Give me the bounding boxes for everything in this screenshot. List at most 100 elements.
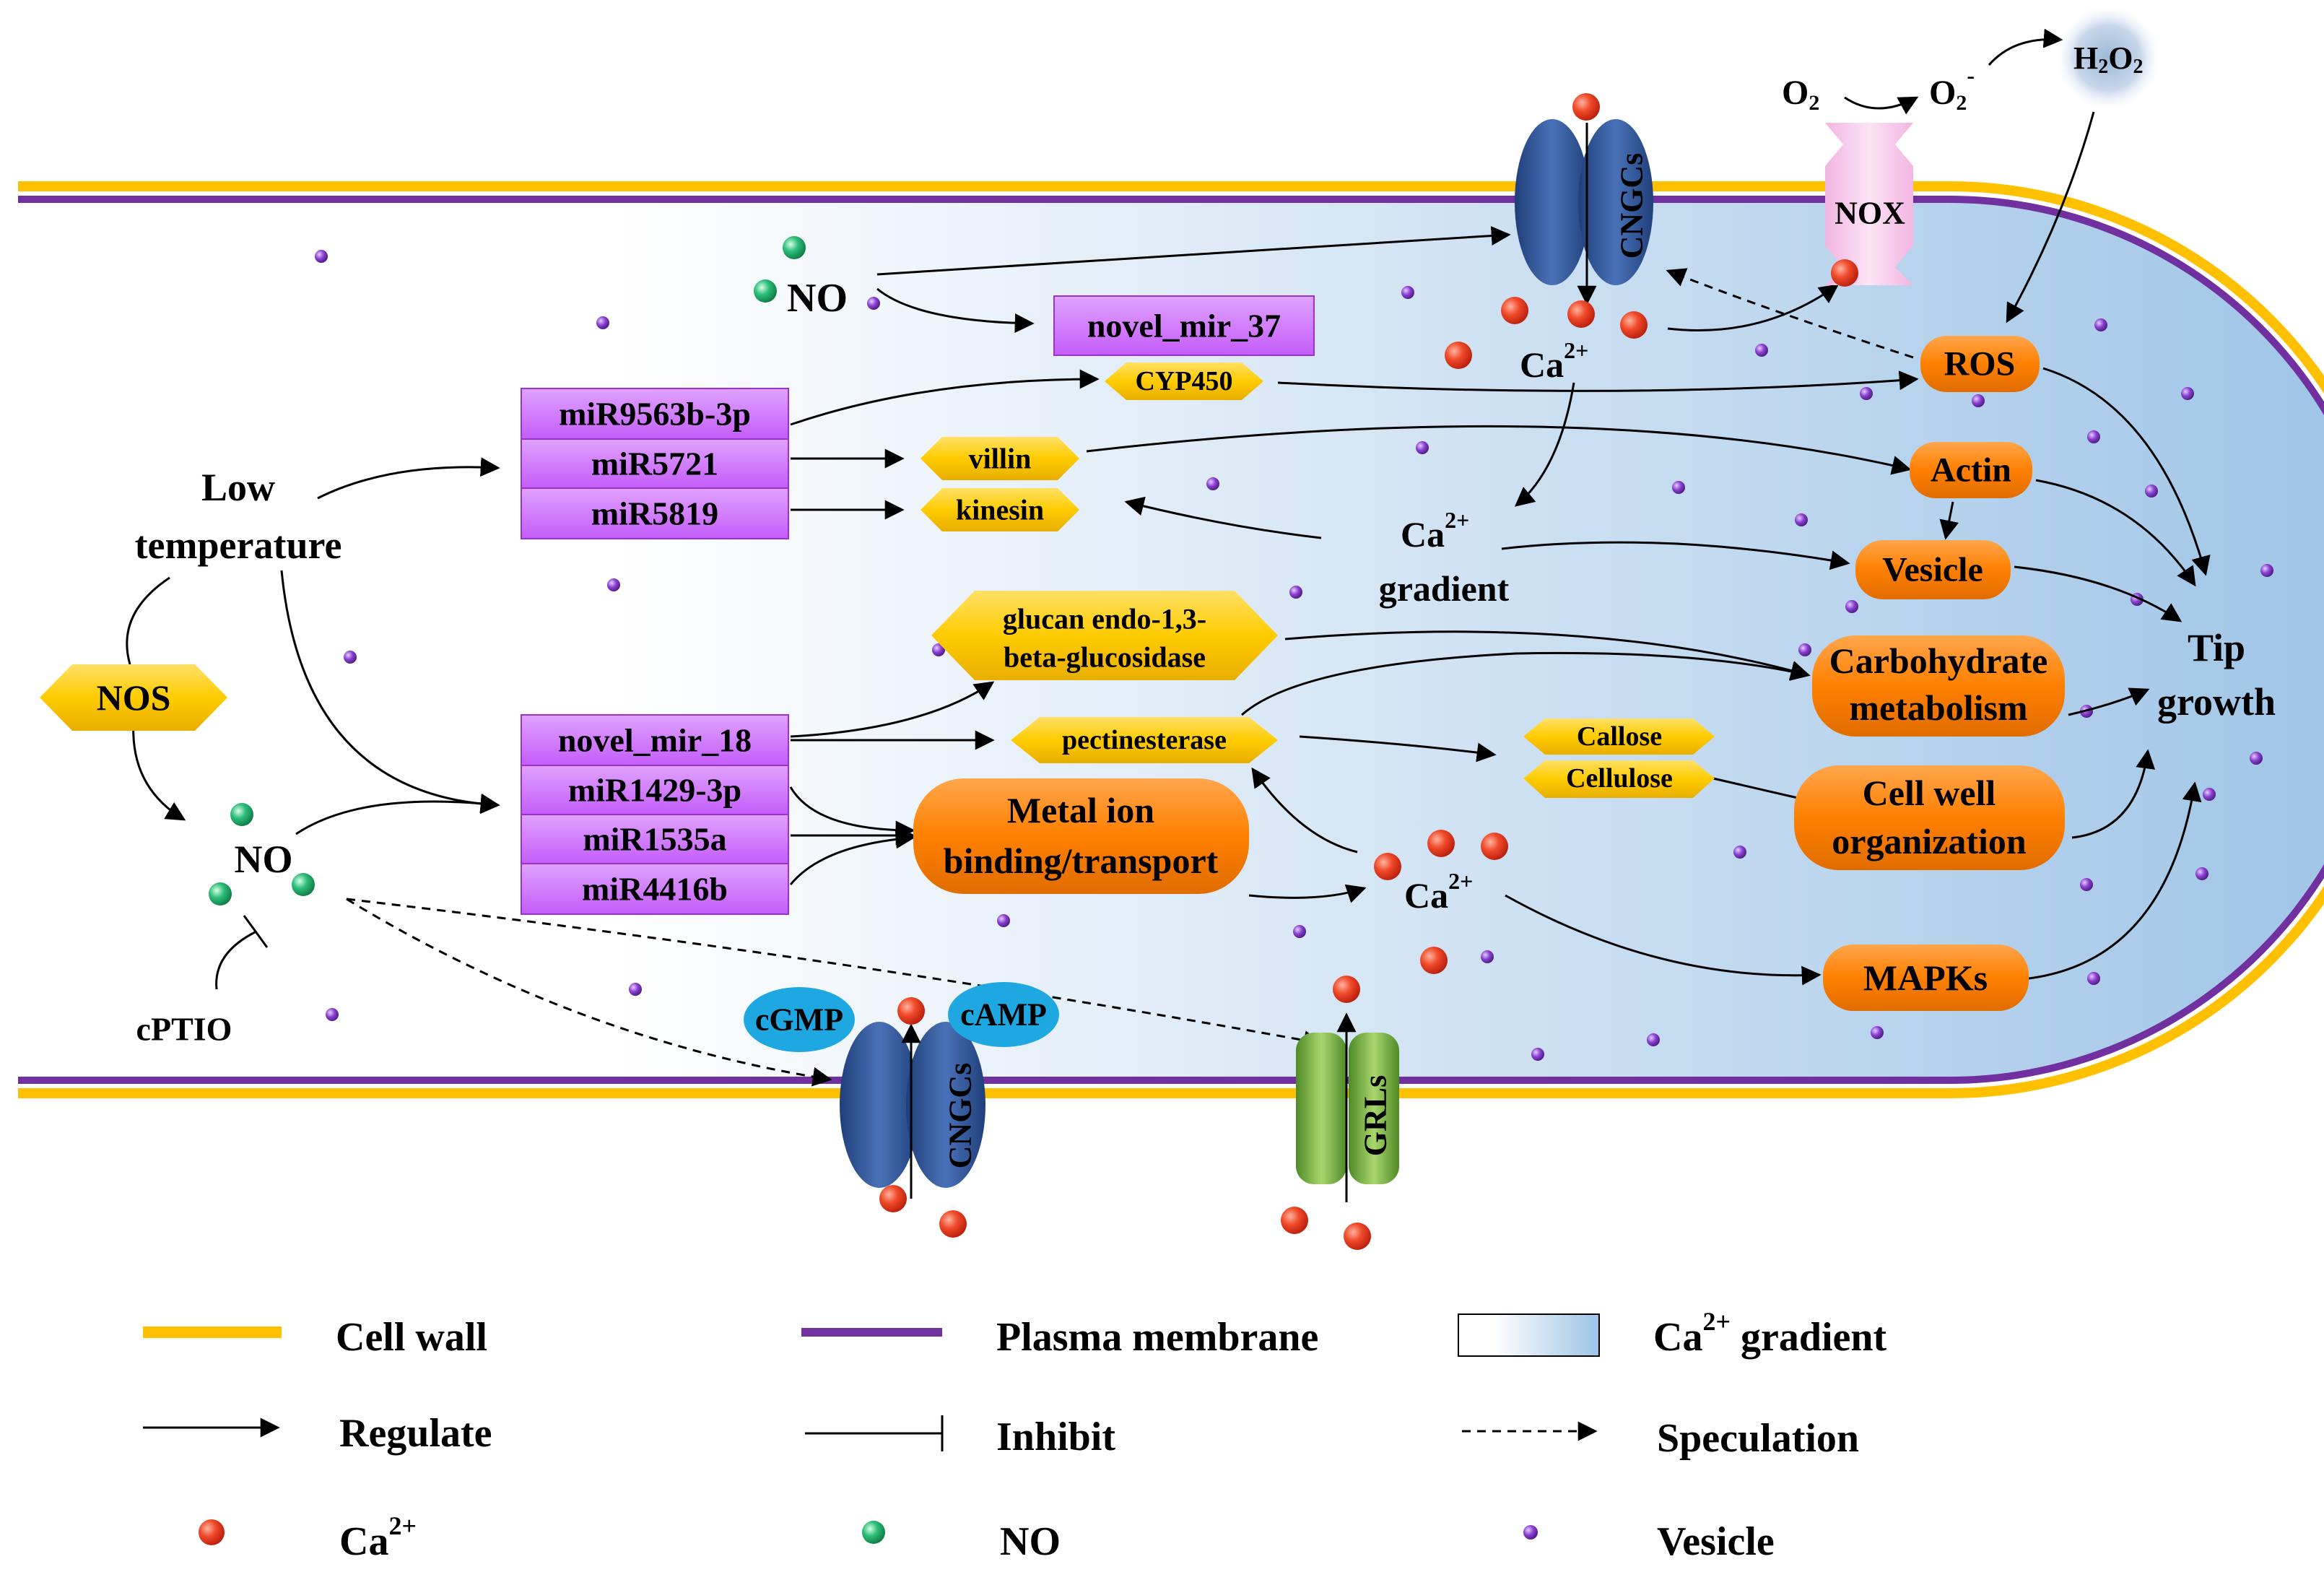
- ca-text: Ca: [1401, 514, 1445, 555]
- mirna-label: miR4416b: [582, 871, 728, 908]
- gene-hexagon: [921, 437, 1079, 480]
- tip-growth-label: Tip: [2188, 626, 2245, 669]
- arrow-o2-to-o2minus: [1844, 96, 1919, 115]
- no-top-label: NO: [787, 276, 848, 321]
- gene-label: kinesin: [956, 494, 1044, 526]
- arrow-pectinesterase-to-callose: [1299, 735, 1497, 763]
- dashed-ros-to-cngcs: [1666, 268, 1914, 359]
- legend-ca-superscript: 2+: [1702, 1307, 1731, 1336]
- vesicle-process: Vesicle: [1855, 540, 2011, 599]
- gene-hexagon: [1105, 362, 1263, 400]
- vesicle: [1206, 477, 1219, 490]
- o2-minus-label: O2-: [1929, 62, 1975, 115]
- legend-ca-ion-text: Ca: [339, 1519, 388, 1564]
- vesicle: [2181, 387, 2194, 400]
- o2-text: O: [1782, 74, 1809, 112]
- process-label: ROS: [1944, 345, 2016, 383]
- arrow-catop-to-cagrad: [1514, 382, 1575, 507]
- ca-ion: [939, 1210, 967, 1238]
- ca-mid-label: Ca2+: [1404, 868, 1473, 916]
- dashed-no-to-cngcs-bottom: [346, 898, 832, 1087]
- o2-superscript: -: [1967, 62, 1975, 88]
- gene-hexagon: [1011, 717, 1278, 763]
- vesicle: [1531, 1048, 1544, 1061]
- ca-ion: [1427, 830, 1455, 857]
- arrow-cellulose-to-cellwallorg: [1703, 775, 1798, 799]
- vesicle: [2145, 485, 2158, 498]
- no-molecule: [292, 873, 315, 896]
- callose-gene: Callose: [1523, 718, 1715, 755]
- legend-regulate-label: Regulate: [339, 1411, 492, 1456]
- mirna-label: miR5819: [591, 495, 718, 532]
- ca-ion: [1333, 976, 1360, 1003]
- ca-ion: [1831, 259, 1858, 287]
- no-molecule: [209, 882, 232, 906]
- no-molecule: [230, 803, 253, 826]
- cell-wall: [18, 181, 2324, 1098]
- legend-ca-ion-swatch: [199, 1519, 225, 1545]
- gene-label: NOS: [97, 677, 171, 718]
- arrow-villin-to-actin: [1086, 425, 1912, 475]
- inhibit-line: [215, 930, 257, 990]
- legend-ca-ion-superscript: 2+: [388, 1511, 417, 1540]
- legend-no-swatch: [862, 1521, 885, 1544]
- mirna-label: novel_mir_37: [1087, 308, 1281, 344]
- o2-subscript: 2: [1809, 91, 1819, 115]
- cngcs-bottom-right-lobe: [906, 1022, 985, 1188]
- tip-growth-label: growth: [2157, 680, 2276, 724]
- ca-ion: [1620, 311, 1648, 339]
- glucan-gene: glucan endo-1,3- beta-glucosidase: [931, 591, 1278, 680]
- regulation-arrows: [126, 28, 2211, 986]
- mirna-box: [521, 765, 789, 815]
- mirna-label: miR1535a: [583, 821, 726, 858]
- cell-wall-organization-process: Cell well organization: [1794, 765, 2065, 870]
- mirna-box: [1053, 295, 1315, 356]
- ca-ion: [879, 1185, 907, 1212]
- grls-left-lobe: [1296, 1033, 1346, 1184]
- ca-ion: [1420, 947, 1448, 974]
- no-left-label: NO: [235, 838, 293, 881]
- mirna-label: novel_mir_18: [558, 722, 752, 759]
- novel-mir-37-box: novel_mir_37: [1053, 295, 1315, 356]
- process-box: [1855, 540, 2011, 599]
- arrow-cagrad-to-kinesin: [1124, 496, 1322, 539]
- ca-ion: [1344, 1223, 1371, 1250]
- vesicle: [344, 651, 357, 664]
- speculation-arrows: [346, 268, 1914, 1087]
- arrow-carbohydrate-to-tip: [2068, 687, 2150, 716]
- process-label: binding/transport: [944, 841, 1219, 881]
- cptio-label: cPTIO: [136, 1011, 232, 1048]
- gene-label: CYP450: [1135, 366, 1232, 396]
- vesicle: [1416, 441, 1429, 454]
- gene-hexagon: [921, 488, 1079, 531]
- arrow-vesicle-to-tip: [2014, 565, 2182, 622]
- arrow-ros-to-tip: [2042, 367, 2211, 576]
- process-label: metabolism: [1849, 687, 2027, 728]
- arrow-no-to-cngcs-top: [876, 226, 1511, 276]
- ca-superscript: 2+: [1564, 337, 1588, 363]
- gene-label: glucan endo-1,3-: [1003, 603, 1206, 635]
- process-label: Carbohydrate: [1829, 640, 2048, 681]
- process-box: [913, 778, 1249, 894]
- cngcs-top-channel: CNGCs: [1515, 119, 1653, 305]
- vesicle: [2087, 430, 2100, 443]
- vesicle: [1647, 1033, 1660, 1046]
- cgmp-label: cGMP: [755, 1002, 843, 1038]
- nox-label: NOX: [1835, 196, 1905, 231]
- kinesin-gene: kinesin: [921, 488, 1079, 531]
- vesicle: [596, 316, 609, 329]
- camp-label: cAMP: [960, 997, 1047, 1033]
- mirna-box: [521, 714, 789, 766]
- arrow-mir4416-to-metal: [789, 829, 915, 885]
- process-label: MAPKs: [1863, 957, 1988, 998]
- vesicle: [1672, 481, 1685, 494]
- inhibit-bar: [243, 915, 269, 948]
- gradient-label: gradient: [1379, 568, 1510, 609]
- arrow-metal-to-ca: [1248, 884, 1367, 903]
- arrow-mir1429-to-metal: [789, 786, 915, 841]
- process-box: [1823, 945, 2029, 1011]
- ca-ion: [897, 997, 925, 1025]
- arrow-ca-to-pectinesterase: [1251, 767, 1358, 854]
- ca-text: Ca: [1404, 875, 1448, 916]
